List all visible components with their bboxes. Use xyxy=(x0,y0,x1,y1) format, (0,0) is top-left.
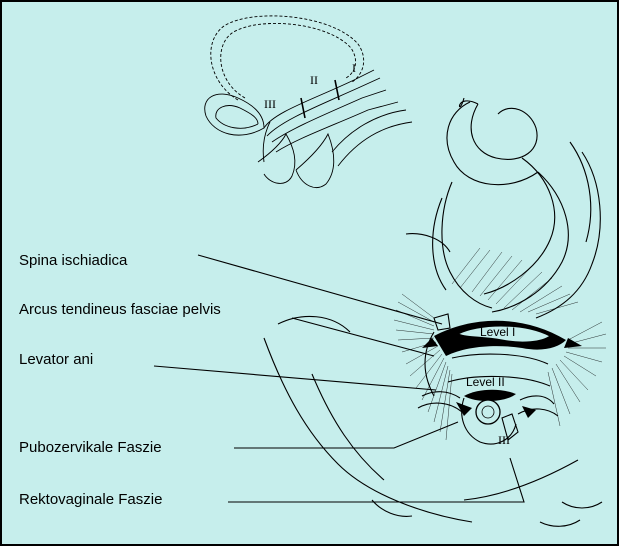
anatomy-labels: Spina ischiadica Arcus tendineus fasciae… xyxy=(19,252,221,508)
leader-arcus xyxy=(292,318,434,356)
inset-level-i: I xyxy=(352,61,356,75)
inset-level-iii: III xyxy=(264,97,276,111)
leader-rektovaginal xyxy=(228,458,524,502)
label-arcus-tendineus: Arcus tendineus fasciae pelvis xyxy=(19,301,221,318)
level-i-label: Level I xyxy=(480,325,515,339)
label-rektovaginale-faszie: Rektovaginale Faszie xyxy=(19,491,162,508)
leader-levator xyxy=(154,366,436,390)
label-spina-ischiadica: Spina ischiadica xyxy=(19,252,128,269)
inset-level-ii: II xyxy=(310,73,318,87)
sagittal-inset: I II III xyxy=(205,16,412,188)
leader-spina xyxy=(198,255,442,324)
label-levator-ani: Levator ani xyxy=(19,351,93,368)
level-iii-label: III xyxy=(498,433,510,447)
pelvis-illustration xyxy=(264,98,606,526)
label-pubozervikale-faszie: Pubozervikale Faszie xyxy=(19,439,162,456)
leader-pubozervikal xyxy=(234,422,458,448)
level-ii-label: Level II xyxy=(466,375,505,389)
